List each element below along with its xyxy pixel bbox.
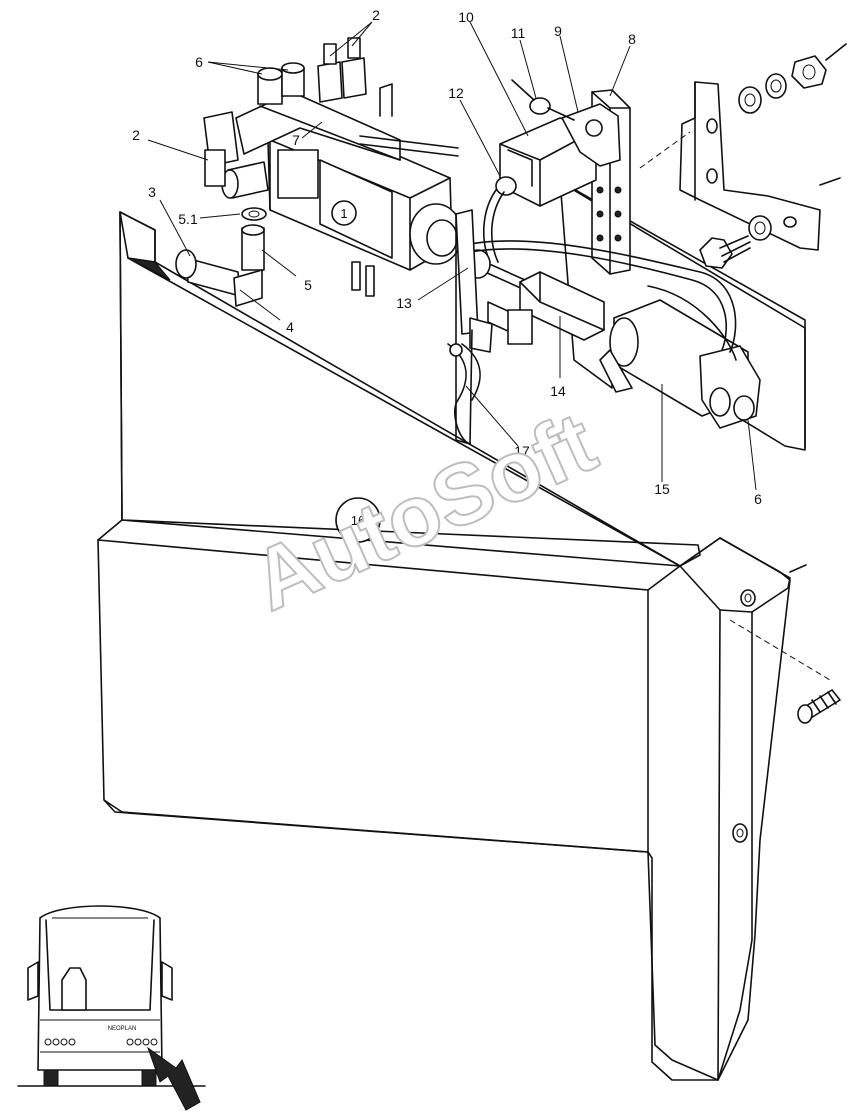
label-10: 10 [458, 9, 474, 25]
solenoid-valve-9 [482, 79, 621, 263]
label-4: 4 [286, 319, 294, 335]
label-15: 15 [654, 481, 670, 497]
label-13: 13 [396, 295, 412, 311]
label-14: 14 [550, 383, 566, 399]
label-9: 9 [554, 23, 562, 39]
label-12: 12 [448, 85, 464, 101]
label-3: 3 [148, 184, 156, 200]
bracket-13 [447, 209, 533, 445]
label-6-right: 6 [754, 491, 762, 507]
part-labels: 2 6 2 7 3 5.1 5 4 10 11 9 8 12 13 14 17 … [132, 7, 762, 507]
label-5: 5 [304, 277, 312, 293]
valve-block-1: 1 [203, 37, 463, 297]
part-callout-16: 16 [351, 513, 365, 528]
angle-bracket [639, 43, 847, 269]
self-tapping-screw [729, 619, 841, 724]
bus-locator-icon: NEOPLAN [17, 905, 206, 1111]
bus-badge: NEOPLAN [108, 1026, 137, 1032]
label-11: 11 [511, 25, 526, 41]
part-callout-1: 1 [340, 206, 347, 221]
part-callout-16-group: 16 [335, 497, 381, 543]
label-5-1: 5.1 [178, 211, 198, 227]
label-8: 8 [628, 31, 636, 47]
label-17: 17 [514, 443, 530, 459]
leader-lines [147, 21, 757, 491]
fittings-3-4-5 [175, 207, 267, 307]
label-2-left: 2 [132, 127, 140, 143]
cover-panel-16 [97, 211, 807, 1081]
label-7: 7 [292, 132, 300, 148]
label-2-top: 2 [372, 7, 380, 23]
cylinder-15 [465, 240, 761, 429]
label-6-top: 6 [195, 54, 203, 70]
